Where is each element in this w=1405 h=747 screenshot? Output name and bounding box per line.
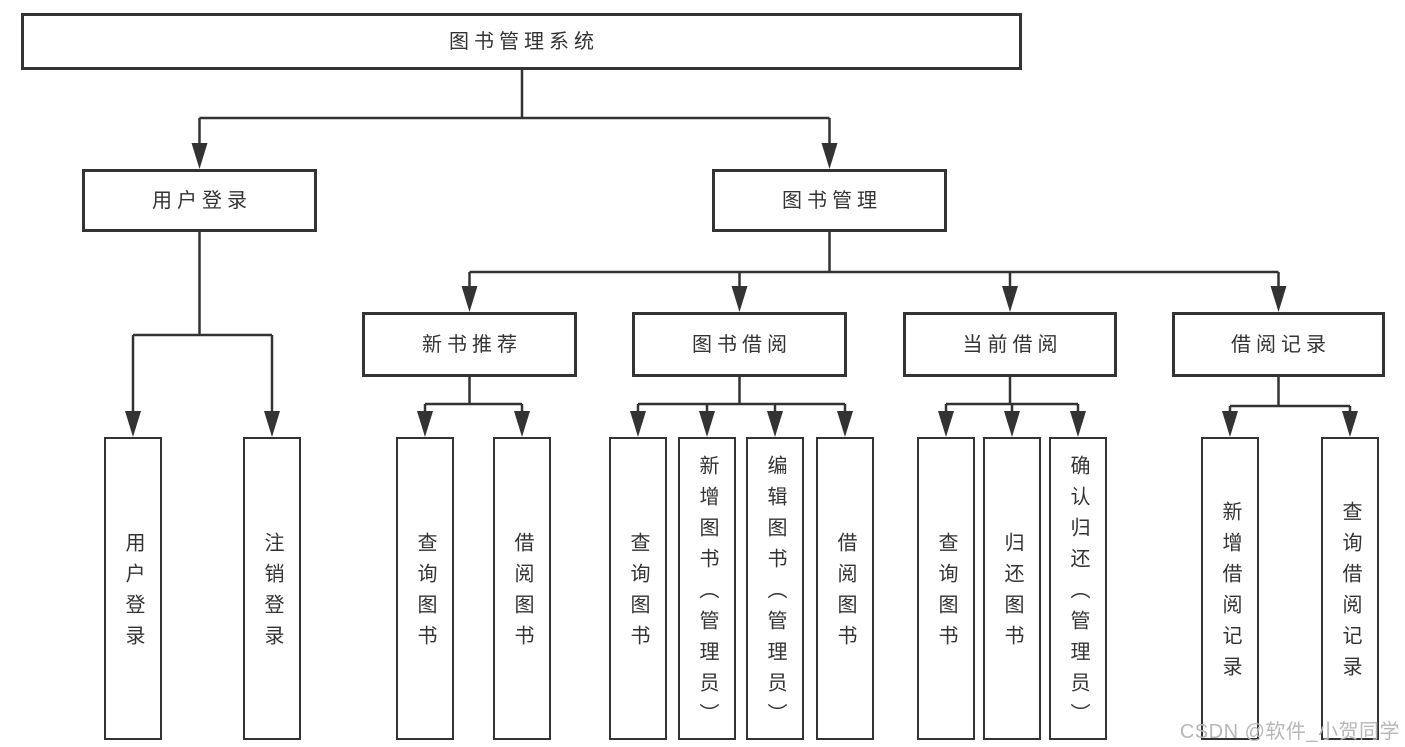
leaf-bookborrow-borrow-label: 借阅图书 bbox=[834, 532, 856, 656]
arrow-down-icon bbox=[1270, 286, 1287, 312]
connector-currentborrow-bus bbox=[944, 377, 1080, 414]
arrowheads bbox=[125, 143, 1358, 437]
node-root-label: 图书管理系统 bbox=[449, 30, 599, 53]
arrow-down-icon bbox=[699, 411, 715, 437]
arrow-down-icon bbox=[938, 411, 954, 437]
leaf-logout: 注销登录 bbox=[243, 437, 301, 740]
leaf-current-confirm: 确认归还（管理员） bbox=[1049, 437, 1107, 740]
leaf-current-return-label: 归还图书 bbox=[1001, 532, 1023, 656]
leaf-current-query-label: 查询图书 bbox=[935, 532, 957, 656]
leaf-bookborrow-query: 查询图书 bbox=[609, 437, 667, 740]
connector-bookborrow-bus bbox=[636, 377, 847, 414]
arrow-down-icon bbox=[767, 411, 783, 437]
node-borrow-record: 借阅记录 bbox=[1172, 312, 1385, 377]
arrow-down-icon bbox=[514, 411, 530, 437]
leaf-current-return: 归还图书 bbox=[983, 437, 1041, 740]
arrow-down-icon bbox=[630, 411, 646, 437]
node-book-mgmt-label: 图书管理 bbox=[782, 189, 882, 212]
arrow-down-icon bbox=[1002, 286, 1018, 312]
node-borrow-record-label: 借阅记录 bbox=[1231, 333, 1331, 356]
arrow-down-icon bbox=[1222, 411, 1238, 437]
leaf-newbook-query: 查询图书 bbox=[396, 437, 454, 740]
leaf-user-login-label: 用户登录 bbox=[122, 532, 144, 656]
leaf-bookborrow-edit-label: 编辑图书（管理员） bbox=[764, 454, 786, 734]
connector-borrowrecord-bus bbox=[1228, 377, 1352, 414]
leaf-newbook-borrow-label: 借阅图书 bbox=[511, 532, 533, 656]
leaf-record-query-label: 查询借阅记录 bbox=[1339, 501, 1361, 687]
leaf-newbook-borrow: 借阅图书 bbox=[493, 437, 551, 740]
node-new-book-rec: 新书推荐 bbox=[362, 312, 577, 377]
arrow-down-icon bbox=[731, 286, 748, 312]
connector-userlogin-bus bbox=[131, 232, 274, 414]
node-book-borrow-label: 图书借阅 bbox=[692, 333, 792, 356]
leaf-bookborrow-borrow: 借阅图书 bbox=[816, 437, 874, 740]
arrow-down-icon bbox=[417, 411, 433, 437]
leaf-logout-label: 注销登录 bbox=[261, 532, 283, 656]
node-current-borrow: 当前借阅 bbox=[903, 312, 1117, 377]
leaf-record-query: 查询借阅记录 bbox=[1321, 437, 1379, 740]
arrow-down-icon bbox=[125, 411, 141, 437]
arrow-down-icon bbox=[1342, 411, 1358, 437]
leaf-current-confirm-label: 确认归还（管理员） bbox=[1067, 454, 1089, 734]
leaf-user-login: 用户登录 bbox=[104, 437, 162, 740]
node-user-login: 用户登录 bbox=[82, 169, 317, 232]
leaf-record-add-label: 新增借阅记录 bbox=[1219, 501, 1241, 687]
arrow-down-icon bbox=[264, 411, 280, 437]
arrow-down-icon bbox=[837, 411, 853, 437]
leaf-bookborrow-add: 新增图书（管理员） bbox=[678, 437, 736, 740]
connector-bookmgmt-bus bbox=[468, 232, 1280, 290]
leaf-bookborrow-add-label: 新增图书（管理员） bbox=[696, 454, 718, 734]
arrow-down-icon bbox=[1070, 411, 1086, 437]
arrow-down-icon bbox=[821, 143, 838, 169]
arrow-down-icon bbox=[191, 143, 208, 169]
leaf-bookborrow-edit: 编辑图书（管理员） bbox=[746, 437, 804, 740]
connector-newbook-bus bbox=[423, 377, 524, 414]
connector-root-bus bbox=[198, 70, 831, 146]
leaf-record-add: 新增借阅记录 bbox=[1201, 437, 1259, 740]
leaf-bookborrow-query-label: 查询图书 bbox=[627, 532, 649, 656]
node-root: 图书管理系统 bbox=[21, 13, 1022, 70]
leaf-newbook-query-label: 查询图书 bbox=[414, 532, 436, 656]
csdn-watermark: CSDN @软件_小贺同学 bbox=[1179, 721, 1400, 743]
arrow-down-icon bbox=[1004, 411, 1020, 437]
node-current-borrow-label: 当前借阅 bbox=[962, 333, 1063, 356]
leaf-current-query: 查询图书 bbox=[917, 437, 975, 740]
node-user-login-label: 用户登录 bbox=[152, 189, 252, 212]
node-book-mgmt: 图书管理 bbox=[712, 169, 947, 232]
arrow-down-icon bbox=[461, 286, 478, 312]
node-new-book-rec-label: 新书推荐 bbox=[422, 333, 522, 356]
node-book-borrow: 图书借阅 bbox=[632, 312, 847, 377]
